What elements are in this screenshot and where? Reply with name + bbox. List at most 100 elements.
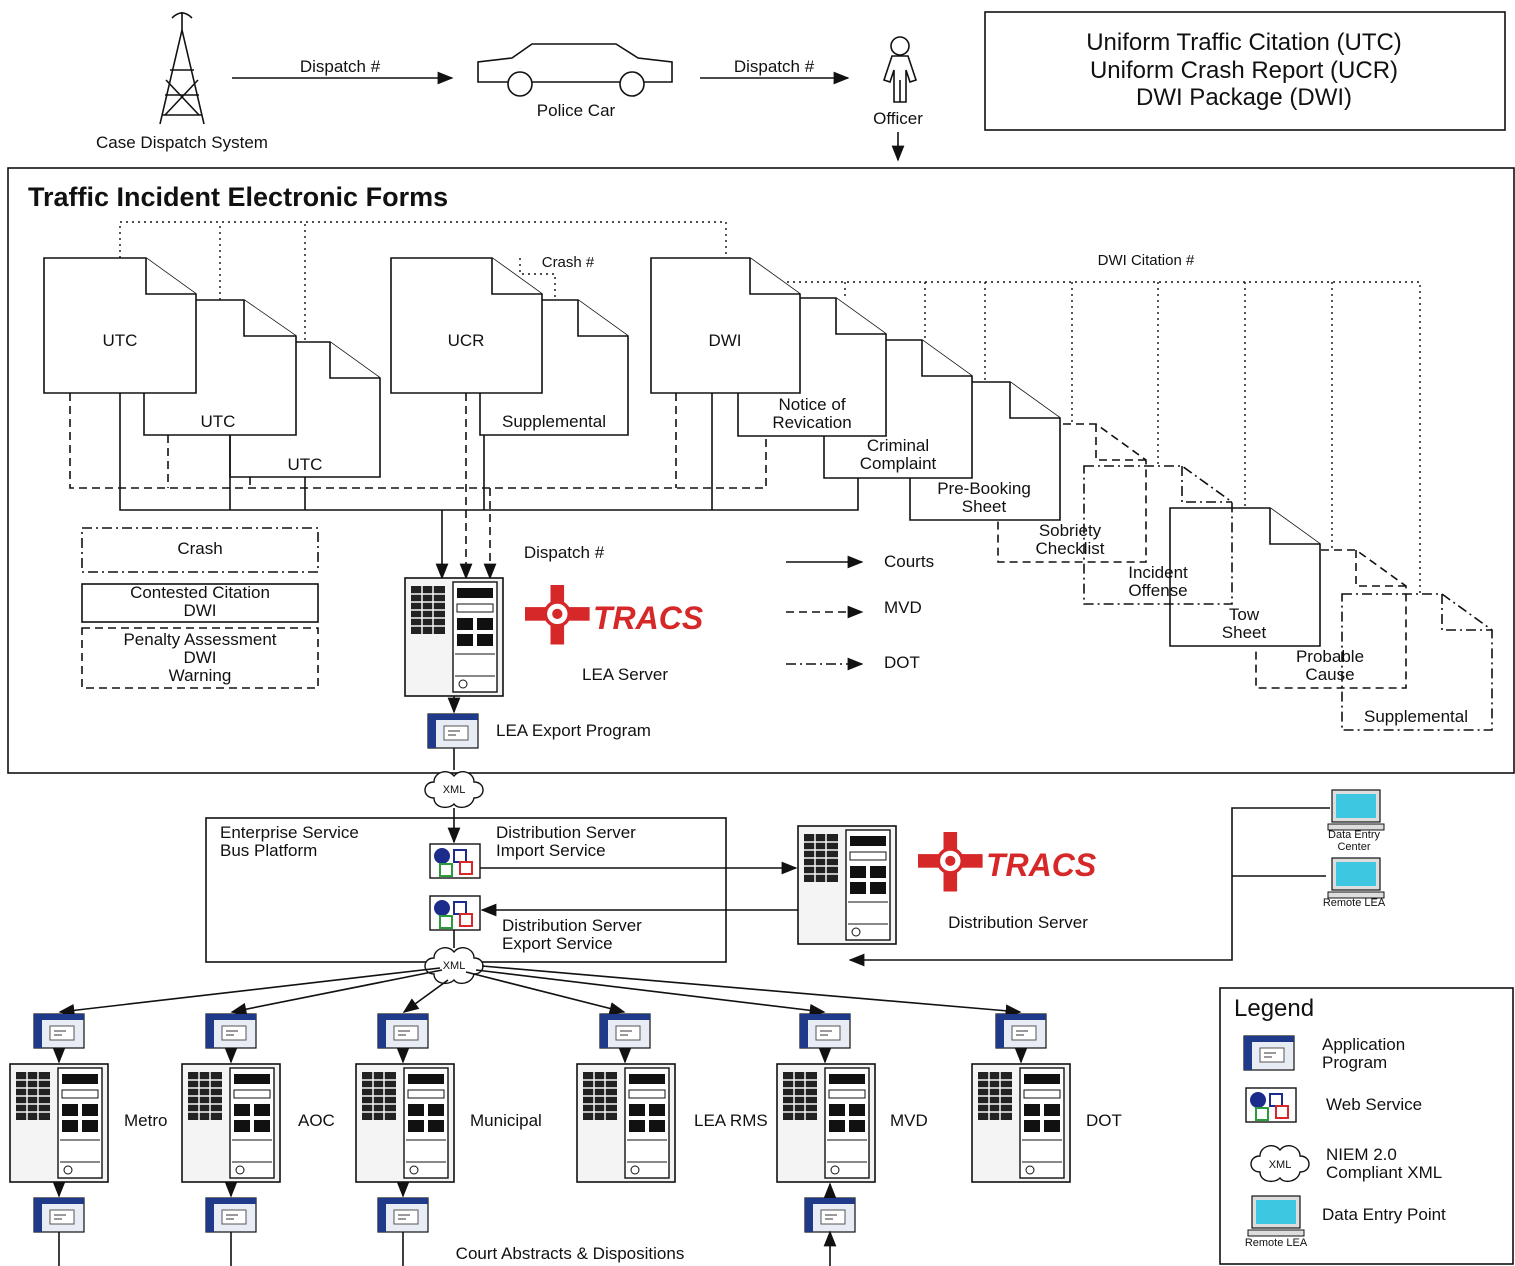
police-car-label: Police Car	[537, 101, 616, 120]
legend-web-icon	[1245, 1087, 1297, 1123]
ucr-form: UCR	[448, 331, 485, 350]
dispatch-label-1: Dispatch #	[300, 57, 381, 76]
probable-cause-line-2: Cause	[1305, 665, 1354, 684]
agency-mvd: MVD	[776, 1013, 928, 1233]
dot-app-icon	[995, 1013, 1047, 1049]
metro-label: Metro	[124, 1111, 167, 1130]
info-line-utc: Uniform Traffic Citation (UTC)	[1086, 29, 1402, 56]
legend-app-icon	[1243, 1035, 1295, 1071]
mvd-input-app-icon	[804, 1197, 856, 1233]
mvd-label: MVD	[890, 1111, 928, 1130]
incident-offense-line-2: Offense	[1128, 581, 1187, 600]
metro-server-icon	[9, 1063, 109, 1183]
legend-dep-label: Data Entry Point	[1322, 1205, 1446, 1224]
esb-title-line-1: Enterprise Service	[220, 823, 359, 842]
dwi-citation-number-label: DWI Citation #	[1098, 252, 1195, 269]
police-car-icon	[477, 43, 673, 97]
forms-panel-title: Traffic Incident Electronic Forms	[28, 182, 448, 212]
lea-rms-app-icon	[599, 1013, 651, 1049]
aoc-label: AOC	[298, 1111, 335, 1130]
legend-niem-line-1: NIEM 2.0	[1326, 1145, 1397, 1164]
export-service-icon	[429, 895, 481, 931]
sobriety-checklist-line-2: Checklist	[1036, 539, 1105, 558]
lea-export-label: LEA Export Program	[496, 721, 651, 740]
legend-box: Legend Application Program Web Service X…	[1219, 987, 1514, 1265]
agency-fanout-lines	[58, 965, 1022, 1018]
info-line-dwi: DWI Package (DWI)	[1136, 84, 1352, 111]
agency-metro: Metro	[9, 1013, 167, 1233]
dot-server-icon	[971, 1063, 1071, 1183]
officer-label: Officer	[873, 109, 923, 128]
legend-web-label: Web Service	[1326, 1095, 1422, 1114]
mvd-server-icon	[776, 1063, 876, 1183]
metro-app-icon	[33, 1013, 85, 1049]
municipal-label: Municipal	[470, 1111, 542, 1130]
crash-status-label: Crash	[177, 539, 222, 558]
import-service-line-2: Import Service	[496, 841, 606, 860]
mvd-line-label: MVD	[884, 598, 922, 617]
officer-icon	[882, 36, 918, 103]
contested-citation-line-2: DWI	[183, 601, 216, 620]
notice-revocation-line-2: Revication	[772, 413, 851, 432]
lea-server-label: LEA Server	[582, 665, 668, 684]
tracs-logo-distribution: TRACS	[916, 830, 1097, 894]
penalty-line-3: Warning	[169, 666, 232, 685]
contested-citation-line-1: Contested Citation	[130, 583, 270, 602]
legend-title: Legend	[1234, 995, 1314, 1022]
tow-sheet-line-2: Sheet	[1222, 623, 1267, 642]
tracs-logo-text: TRACS	[593, 600, 704, 636]
aoc-server-icon	[181, 1063, 281, 1183]
criminal-complaint-line-2: Complaint	[860, 454, 937, 473]
utc-form-1: UTC	[103, 331, 138, 350]
court-abstracts-label: Court Abstracts & Dispositions	[456, 1244, 685, 1263]
legend-niem-line-2: Compliant XML	[1326, 1163, 1442, 1182]
ucr-supplemental-form: Supplemental	[502, 412, 606, 431]
esb-title-line-2: Bus Platform	[220, 841, 317, 860]
sobriety-checklist-line-1: Sobriety	[1039, 521, 1102, 540]
lea-server-icon	[404, 577, 504, 697]
import-service-line-1: Distribution Server	[496, 823, 636, 842]
dispatch-system-label: Case Dispatch System	[96, 133, 268, 152]
data-entry-center-line-1: Data Entry	[1328, 829, 1380, 841]
export-service-line-2: Export Service	[502, 934, 613, 953]
municipal-app-icon	[377, 1013, 429, 1049]
dwi-supplemental-form: Supplemental	[1364, 707, 1468, 726]
import-service-icon	[429, 843, 481, 879]
dispatch-number-label: Dispatch #	[524, 543, 605, 562]
lea-rms-server-icon	[576, 1063, 676, 1183]
prebooking-line-2: Sheet	[962, 497, 1007, 516]
aoc-app-icon	[205, 1013, 257, 1049]
tow-sheet-line-1: Tow	[1229, 605, 1260, 624]
legend-xml-cloud-text: XML	[1269, 1159, 1292, 1171]
electronic-forms-panel	[7, 167, 1515, 774]
legend-pc-icon	[1247, 1195, 1305, 1237]
municipal-output-app-icon	[377, 1197, 429, 1233]
crash-number-label: Crash #	[542, 254, 595, 271]
data-entry-center-line-2: Center	[1337, 841, 1370, 853]
mvd-app-icon	[799, 1013, 851, 1049]
penalty-line-1: Penalty Assessment	[123, 630, 276, 649]
data-entry-center-pc-icon	[1327, 789, 1385, 831]
penalty-line-2: DWI	[183, 648, 216, 667]
legend-app-line-1: Application	[1322, 1035, 1405, 1054]
info-line-ucr: Uniform Crash Report (UCR)	[1090, 57, 1398, 84]
xml-label-1: XML	[443, 784, 466, 796]
criminal-complaint-line-1: Criminal	[867, 436, 929, 455]
probable-cause-line-1: Probable	[1296, 647, 1364, 666]
penalty-assessment-box	[81, 627, 319, 689]
prebooking-line-1: Pre-Booking	[937, 479, 1031, 498]
tracs-logo-text-2: TRACS	[986, 847, 1097, 883]
courts-line-label: Courts	[884, 552, 934, 571]
radio-tower-icon	[159, 12, 205, 125]
incident-offense-line-1: Incident	[1128, 563, 1188, 582]
dispatch-label-2: Dispatch #	[734, 57, 815, 76]
agency-aoc: AOC	[181, 1013, 335, 1233]
distribution-server-icon	[797, 825, 897, 945]
aoc-output-app-icon	[205, 1197, 257, 1233]
agency-dot: DOT	[971, 1013, 1122, 1183]
legend-app-line-2: Program	[1322, 1053, 1387, 1072]
tracs-logo-lea: TRACS	[523, 583, 704, 647]
notice-revocation-line-1: Notice of	[778, 395, 845, 414]
agency-municipal: Municipal	[355, 1013, 542, 1233]
